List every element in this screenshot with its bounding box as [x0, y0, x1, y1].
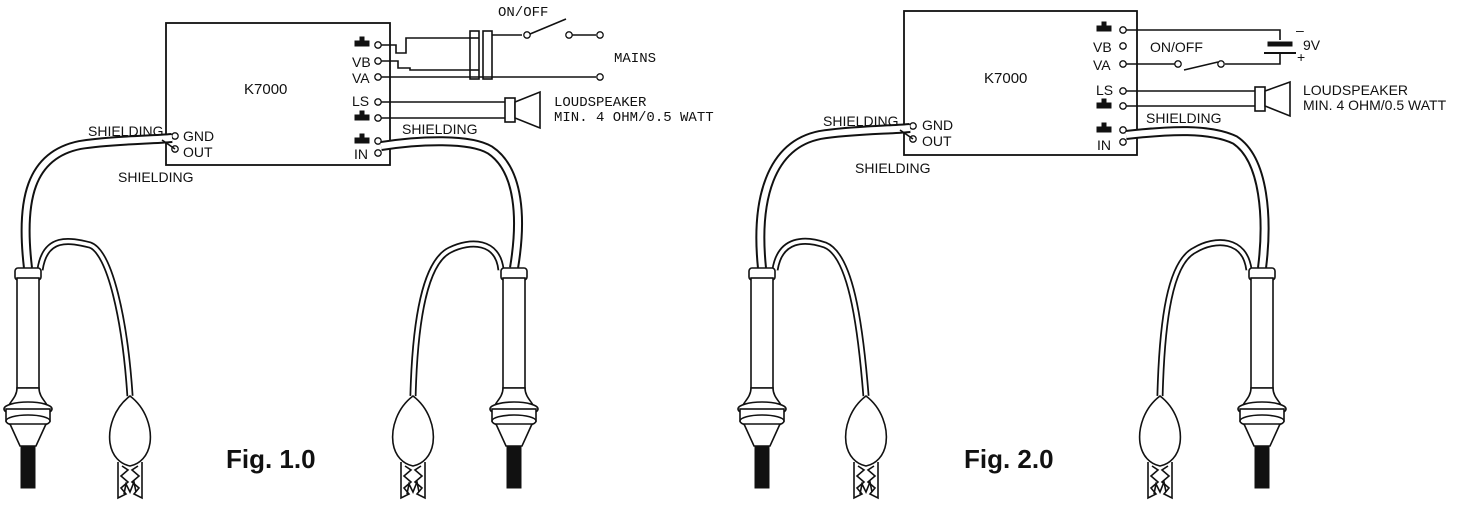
- loudspeaker-icon: [504, 90, 541, 130]
- pin-gnd-label: GND: [922, 117, 953, 133]
- pin-ls: [374, 98, 382, 106]
- pin-out-label: OUT: [922, 133, 952, 149]
- alligator-clip-left: [108, 395, 152, 499]
- pin-in-label: IN: [1097, 137, 1111, 153]
- ground-symbol-icon: [1096, 98, 1112, 109]
- input-cable-left: [20, 133, 176, 397]
- shielding-label-bottom: SHIELDING: [118, 169, 193, 185]
- pin-va: [374, 73, 382, 81]
- k7000-module-box: [903, 10, 1138, 156]
- on-off-label: ON/OFF: [498, 5, 548, 21]
- loudspeaker-spec: MIN. 4 OHM/0.5 WATT: [1303, 97, 1447, 113]
- loudspeaker-label: LOUDSPEAKER: [1303, 82, 1408, 98]
- test-probe-right: [1237, 267, 1287, 489]
- test-probe-right: [489, 267, 539, 489]
- module-label: K7000: [984, 70, 1027, 87]
- test-probe-left: [3, 267, 53, 489]
- ground-symbol-icon: [1096, 122, 1112, 133]
- loudspeaker-label: LOUDSPEAKER: [554, 95, 647, 111]
- input-cable-right: [1125, 126, 1270, 397]
- pin-ls: [1119, 87, 1127, 95]
- alligator-clip-right: [391, 395, 435, 499]
- test-probe-left: [737, 267, 787, 489]
- battery-voltage-label: 9V: [1303, 37, 1321, 53]
- figure-caption: Fig. 1.0: [226, 444, 316, 474]
- pin-va-label: VA: [352, 70, 370, 86]
- transformer-icon: [469, 30, 493, 80]
- mains-terminal-top: [596, 31, 604, 39]
- battery-icon: [1264, 41, 1296, 54]
- loudspeaker-icon: [1254, 80, 1291, 118]
- mains-terminal-bottom: [596, 73, 604, 81]
- pin-ground-ls: [1119, 102, 1127, 110]
- on-off-switch: [529, 18, 567, 35]
- alligator-clip-right: [1138, 395, 1182, 499]
- ground-symbol-icon: [354, 133, 370, 144]
- pin-vb-label: VB: [352, 54, 371, 70]
- pin-va: [1119, 60, 1127, 68]
- pin-ground-top: [374, 41, 382, 49]
- input-cable-left: [755, 123, 914, 397]
- alligator-clip-left: [844, 395, 888, 499]
- ground-symbol-icon: [354, 110, 370, 121]
- ground-symbol-icon: [1096, 21, 1112, 32]
- pin-vb-label: VB: [1093, 39, 1112, 55]
- pin-gnd: [171, 132, 179, 140]
- pin-ls-label: LS: [352, 93, 369, 109]
- on-off-label: ON/OFF: [1150, 39, 1203, 55]
- pin-in: [374, 149, 382, 157]
- pin-in: [1119, 138, 1127, 146]
- pin-gnd-label: GND: [183, 128, 214, 144]
- pin-va-label: VA: [1093, 57, 1111, 73]
- ground-symbol-icon: [354, 36, 370, 47]
- pin-ground-top: [1119, 26, 1127, 34]
- figure-1: K7000 VB VA LS IN GND OUT: [3, 5, 714, 499]
- pin-ground-in: [374, 137, 382, 145]
- shielding-label-right: SHIELDING: [1146, 110, 1221, 126]
- input-cable-right: [380, 136, 523, 397]
- pin-vb: [1119, 42, 1127, 50]
- pin-gnd: [909, 122, 917, 130]
- battery-plus-label: +: [1297, 49, 1305, 65]
- shielding-label-right: SHIELDING: [402, 121, 477, 137]
- shielding-label-bottom: SHIELDING: [855, 160, 930, 176]
- pin-ls-label: LS: [1096, 82, 1113, 98]
- pin-vb: [374, 57, 382, 65]
- k7000-module-box: [165, 22, 391, 166]
- on-off-switch: [1183, 61, 1219, 71]
- pin-ground-in: [1119, 126, 1127, 134]
- pin-ground-ls: [374, 114, 382, 122]
- figure-2: K7000 VB VA LS IN GND OUT: [737, 10, 1447, 499]
- figure-caption: Fig. 2.0: [964, 444, 1054, 474]
- battery-minus-label: –: [1296, 22, 1304, 38]
- pin-out-label: OUT: [183, 144, 213, 160]
- mains-label: MAINS: [614, 51, 656, 67]
- loudspeaker-spec: MIN. 4 OHM/0.5 WATT: [554, 110, 714, 126]
- module-label: K7000: [244, 81, 287, 98]
- pin-in-label: IN: [354, 146, 368, 162]
